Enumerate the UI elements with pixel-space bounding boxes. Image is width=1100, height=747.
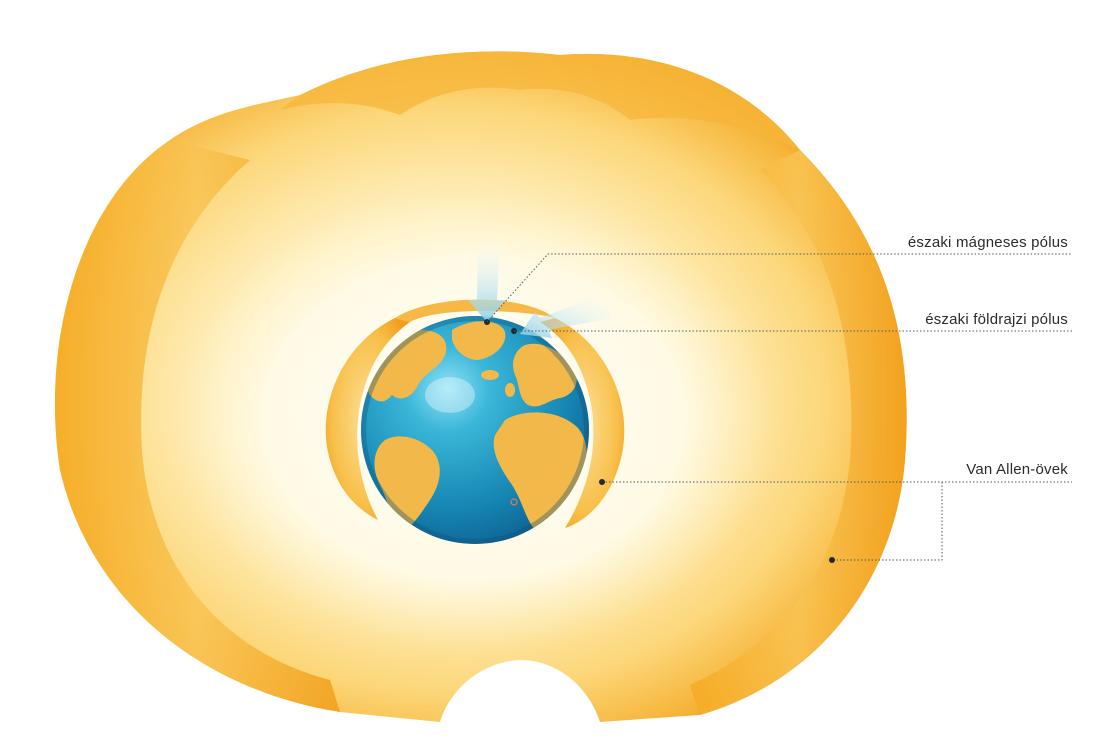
continent-greenland	[452, 321, 506, 360]
earth-globe	[361, 316, 589, 544]
leader-line-outer-belt	[832, 482, 943, 561]
magnetic-pole-arrow	[468, 235, 506, 322]
inner-van-allen-belt	[325, 299, 625, 528]
leader-line-magnetic-pole	[486, 253, 1072, 323]
inner-belt-marker	[599, 479, 605, 485]
continent-europe	[513, 343, 577, 407]
inner-belt-left-arc	[325, 318, 410, 520]
geographic-pole-arrow	[520, 295, 612, 338]
outer-belt-marker	[829, 557, 835, 563]
label-north-magnetic-pole: északi mágneses pólus	[908, 234, 1068, 251]
label-north-geographic-pole: északi földrajzi pólus	[925, 311, 1068, 328]
outer-belt-right-rim	[690, 150, 907, 715]
outer-belt-left-rim	[54, 140, 341, 712]
outer-belt-top-lobe	[280, 51, 800, 150]
inner-belt-top-arc	[395, 299, 555, 322]
label-van-allen-belts: Van Allen-övek	[966, 461, 1068, 478]
inner-belt-right-arc	[540, 318, 625, 528]
continent-africa	[493, 412, 587, 530]
